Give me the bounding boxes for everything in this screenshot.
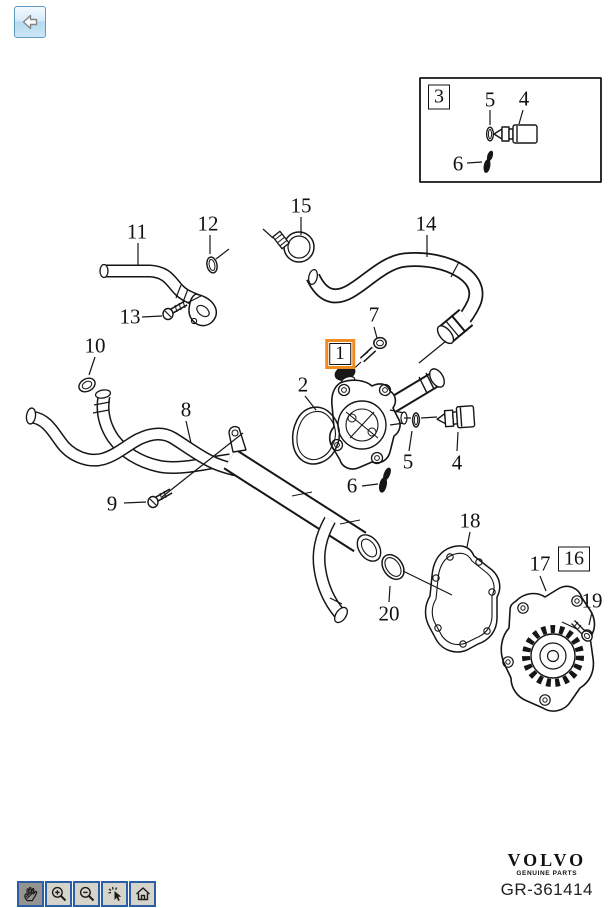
pipe-assembly-8: [25, 389, 382, 624]
callout-11[interactable]: 11: [126, 219, 148, 244]
screw-9: [147, 488, 173, 509]
callout-5-inset[interactable]: 5: [484, 87, 496, 112]
pan-icon: [23, 887, 37, 902]
back-button[interactable]: [14, 6, 46, 38]
callout-4-inset[interactable]: 4: [518, 86, 530, 111]
zoom-in-icon: [51, 886, 66, 902]
volvo-logo: VOLVO: [507, 850, 587, 870]
upper-hose-14: [306, 252, 484, 345]
clip-6: [378, 467, 391, 493]
callout-12[interactable]: 12: [197, 211, 219, 236]
home-button[interactable]: [129, 881, 156, 907]
back-arrow-icon: [22, 14, 38, 30]
callout-4-main[interactable]: 4: [451, 450, 463, 475]
oring-12: [206, 256, 218, 274]
select-tool-button[interactable]: [101, 881, 128, 907]
callout-15[interactable]: 15: [290, 193, 312, 218]
gasket-2: [291, 406, 341, 465]
zoom-out-icon: [79, 886, 94, 902]
bolt-7: [359, 336, 387, 363]
callout-19[interactable]: 19: [581, 588, 603, 613]
zoom-out-button[interactable]: [73, 881, 100, 907]
inset-parts-box: [419, 77, 602, 183]
callout-1[interactable]: 1: [325, 339, 355, 369]
volvo-tagline: GENUINE PARTS: [516, 870, 578, 877]
callout-6-inset[interactable]: 6: [452, 151, 464, 176]
callout-3[interactable]: 3: [428, 84, 450, 110]
screw-13: [162, 300, 188, 321]
callout-2[interactable]: 2: [297, 372, 309, 397]
oring-5: [411, 412, 421, 428]
callout-20[interactable]: 20: [378, 601, 400, 626]
zoom-in-button[interactable]: [45, 881, 72, 907]
pan-tool-button[interactable]: [17, 881, 44, 907]
callout-7[interactable]: 7: [368, 302, 380, 327]
coolant-pipe-11: [99, 263, 217, 327]
select-icon: [107, 886, 121, 901]
callout-10[interactable]: 10: [84, 333, 106, 358]
callout-18[interactable]: 18: [459, 508, 481, 533]
callout-16[interactable]: 16: [558, 546, 590, 572]
callout-17[interactable]: 17: [529, 551, 551, 576]
hose-clamp-15: [272, 230, 315, 263]
inset-sensor: [493, 124, 538, 144]
callout-9[interactable]: 9: [106, 491, 118, 516]
water-pump-17: [500, 585, 596, 712]
viewer-toolbar: [17, 881, 156, 907]
temp-sensor-4: [436, 405, 476, 429]
callout-8[interactable]: 8: [180, 397, 192, 422]
inset-clip: [483, 150, 494, 173]
bolt-19: [571, 620, 593, 642]
cap-10: [78, 377, 96, 393]
home-icon: [135, 887, 150, 901]
leader-lines: [88, 217, 593, 630]
drawing-number: GR-361414: [500, 880, 593, 899]
thermostat-housing-1: [328, 365, 445, 470]
pump-gasket-18: [424, 545, 501, 653]
callout-6-main[interactable]: 6: [346, 473, 358, 498]
oring-20: [381, 553, 405, 581]
callout-1-label: 1: [329, 343, 351, 365]
callout-14[interactable]: 14: [415, 211, 437, 236]
callout-5-main[interactable]: 5: [402, 449, 414, 474]
callout-13[interactable]: 13: [119, 304, 141, 329]
brand-block: VOLVO GENUINE PARTS GR-361414: [501, 850, 593, 900]
